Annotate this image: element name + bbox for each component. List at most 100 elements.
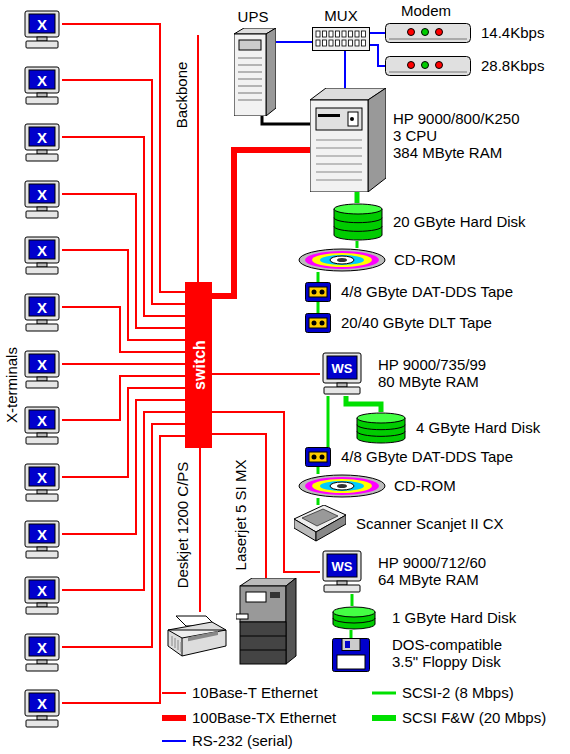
device-label: Scanner Scanjet II CX <box>356 515 504 532</box>
scanner-icon <box>294 505 346 543</box>
disk-icon <box>332 606 376 630</box>
cdrom-icon <box>298 474 386 498</box>
mux-device: MUX <box>312 27 370 51</box>
screen-label: WS <box>332 557 353 574</box>
network-link <box>370 45 385 66</box>
workstation: WSHP 9000/735/99 80 MByte RAM <box>320 352 364 396</box>
printer-icon <box>166 612 228 660</box>
disk-device: 4 GByte Hard Disk <box>356 412 406 444</box>
diagram-label: X-terminals <box>3 347 20 423</box>
x-terminal: X <box>22 123 62 163</box>
screen-label: X <box>37 355 47 372</box>
x-terminal: X <box>22 236 62 276</box>
network-link <box>317 467 320 474</box>
network-link <box>212 434 266 578</box>
scanner-device: Scanner Scanjet II CX <box>294 505 346 543</box>
switch-box: switch <box>185 282 212 448</box>
legend-sample <box>372 692 396 695</box>
network-link <box>212 150 310 296</box>
tape-icon <box>305 447 331 467</box>
device-label: HP 9000/735/99 80 MByte RAM <box>378 356 486 390</box>
device-label: UPS <box>238 8 269 25</box>
ups-device: UPS <box>234 28 276 116</box>
legend-sample <box>162 740 186 742</box>
screen-label: X <box>37 581 47 598</box>
device-label: Laserjet 5 SI MX <box>232 460 249 571</box>
legend-text: 100Base-TX Ethernet <box>192 709 336 726</box>
network-link <box>317 498 320 505</box>
device-label: 14.4Kbps <box>481 24 544 41</box>
tape-device: 20/40 GByte DLT Tape <box>305 313 331 333</box>
x-terminal: X <box>22 293 62 333</box>
workstation: WSHP 9000/712/60 64 MByte RAM <box>320 550 364 594</box>
legend-text: SCSI F&W (20 Mbps) <box>402 709 546 726</box>
screen-label: X <box>37 468 47 485</box>
network-link <box>327 396 330 447</box>
server-device: HP 9000/800/K250 3 CPU 384 MByte RAM <box>310 88 386 192</box>
printer-device: Laserjet 5 SI MX <box>236 578 298 666</box>
device-label: 4/8 GByte DAT-DDS Tape <box>341 283 513 300</box>
screen-label: X <box>37 241 47 258</box>
disk-icon <box>356 412 406 444</box>
device-label: 28.8Kbps <box>481 57 544 74</box>
network-link <box>62 80 185 304</box>
modem-icon <box>385 23 471 43</box>
network-link <box>62 412 185 590</box>
tape-icon <box>305 282 331 302</box>
screen-label: X <box>37 638 47 655</box>
legend-sample <box>162 715 186 721</box>
disk-icon <box>333 203 383 241</box>
device-label: Deskjet 1200 C/PS <box>174 462 191 589</box>
printer-device: Deskjet 1200 C/PS <box>166 612 228 660</box>
device-label: CD-ROM <box>394 251 456 268</box>
device-label: Modem <box>401 2 451 19</box>
server-icon <box>310 88 386 192</box>
device-label: DOS-compatible 3.5" Floppy Disk <box>392 636 502 670</box>
disk-device: 20 GByte Hard Disk <box>333 203 383 241</box>
modem-device: 28.8Kbps <box>385 56 471 76</box>
network-link <box>62 400 185 534</box>
network-link <box>355 192 360 203</box>
tape-device: 4/8 GByte DAT-DDS Tape <box>305 447 331 467</box>
printer-icon <box>236 578 298 666</box>
x-terminal: X <box>22 463 62 503</box>
network-link <box>62 363 185 365</box>
network-link <box>317 272 320 282</box>
network-link <box>62 436 185 703</box>
mux-icon <box>312 27 370 51</box>
device-label: HP 9000/800/K250 3 CPU 384 MByte RAM <box>393 110 520 161</box>
screen-label: X <box>37 525 47 542</box>
network-link <box>62 388 185 477</box>
x-terminal: X <box>22 576 62 616</box>
diagram-label: Backbone <box>173 62 190 129</box>
network-link <box>350 630 353 638</box>
device-label: 1 GByte Hard Disk <box>392 609 516 626</box>
x-terminal: X <box>22 180 62 220</box>
x-terminal: X <box>22 633 62 673</box>
cdrom-device: CD-ROM <box>298 248 386 272</box>
x-terminal: X <box>22 406 62 446</box>
floppy-icon <box>332 638 370 672</box>
x-terminal: X <box>22 689 62 729</box>
device-label: 4 GByte Hard Disk <box>416 419 540 436</box>
network-link <box>356 241 359 248</box>
x-terminal: X <box>22 350 62 390</box>
x-terminal: X <box>22 10 62 50</box>
cdrom-device: CD-ROM <box>298 474 386 498</box>
disk-device: 1 GByte Hard Disk <box>332 606 376 630</box>
network-link <box>62 376 185 420</box>
legend-sample <box>162 692 186 694</box>
network-link <box>62 24 185 292</box>
screen-label: WS <box>332 359 353 376</box>
tape-icon <box>305 313 331 333</box>
modem-device: Modem14.4Kbps <box>385 23 471 43</box>
network-link <box>344 51 346 88</box>
screen-label: X <box>37 694 47 711</box>
tape-device: 4/8 GByte DAT-DDS Tape <box>305 282 331 302</box>
backbone-line <box>197 35 199 282</box>
legend-text: SCSI-2 (8 Mbps) <box>402 684 514 701</box>
screen-label: switch <box>190 340 207 390</box>
screen-label: X <box>37 15 47 32</box>
legend-text: 10Base-T Ethernet <box>192 684 318 701</box>
network-link <box>212 373 320 375</box>
